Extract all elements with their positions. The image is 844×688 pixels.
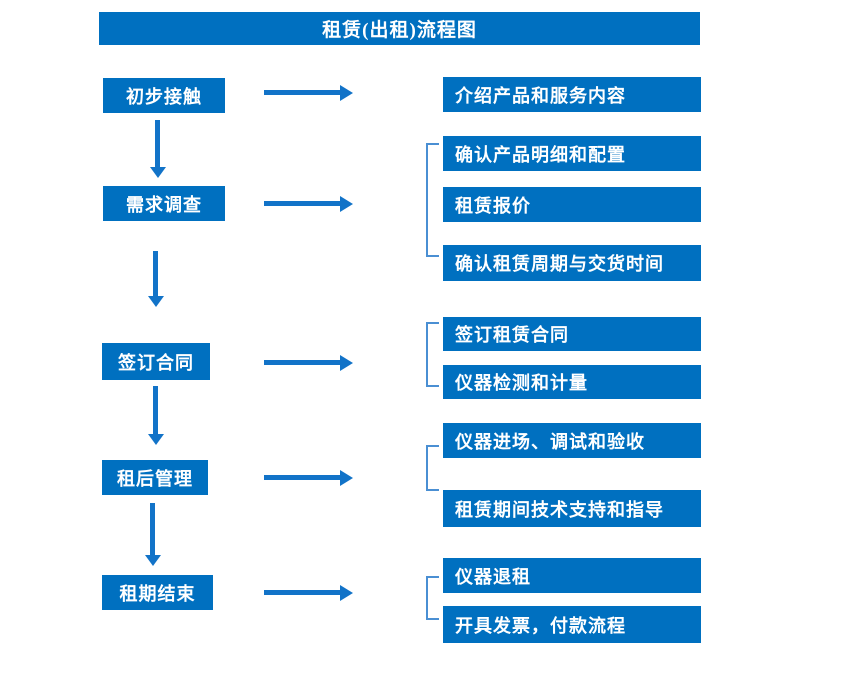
detail-box-confirm-rental-period-delivery: 确认租赁周期与交货时间 <box>443 245 701 281</box>
step-box-demand-survey: 需求调查 <box>103 186 225 221</box>
right-arrow-step2 <box>264 201 340 206</box>
detail-box-confirm-product-details-config: 确认产品明细和配置 <box>443 136 701 171</box>
group-bracket-demand-survey <box>426 143 439 257</box>
step-box-post-rental-management: 租后管理 <box>102 460 208 495</box>
down-arrow-step1-to-step2 <box>155 120 160 167</box>
right-arrow-step1 <box>264 90 340 95</box>
detail-box-instrument-entry-debug-acceptance: 仪器进场、调试和验收 <box>443 423 701 458</box>
step-box-lease-end: 租期结束 <box>102 575 213 610</box>
down-arrow-step4-to-step5 <box>150 503 155 555</box>
detail-box-introduce-products-services: 介绍产品和服务内容 <box>443 77 701 112</box>
detail-box-invoice-payment-process: 开具发票，付款流程 <box>443 606 701 643</box>
step-box-sign-contract: 签订合同 <box>102 343 210 380</box>
detail-box-sign-rental-contract: 签订租赁合同 <box>443 317 701 351</box>
detail-box-instrument-return: 仪器退租 <box>443 558 701 593</box>
group-bracket-sign-contract <box>426 322 439 387</box>
group-bracket-lease-end <box>426 576 439 620</box>
detail-box-tech-support-guidance: 租赁期间技术支持和指导 <box>443 490 701 527</box>
group-bracket-post-rental <box>426 445 439 491</box>
step-box-initial-contact: 初步接触 <box>103 78 225 113</box>
right-arrow-step5 <box>264 590 340 595</box>
right-arrow-step4 <box>264 475 340 480</box>
flowchart-title: 租赁(出租)流程图 <box>99 12 700 45</box>
right-arrow-step3 <box>264 360 340 365</box>
detail-box-instrument-testing-metering: 仪器检测和计量 <box>443 365 701 399</box>
down-arrow-step3-to-step4 <box>153 386 158 434</box>
down-arrow-step2-to-step3 <box>153 251 158 296</box>
detail-box-rental-quote: 租赁报价 <box>443 187 701 222</box>
